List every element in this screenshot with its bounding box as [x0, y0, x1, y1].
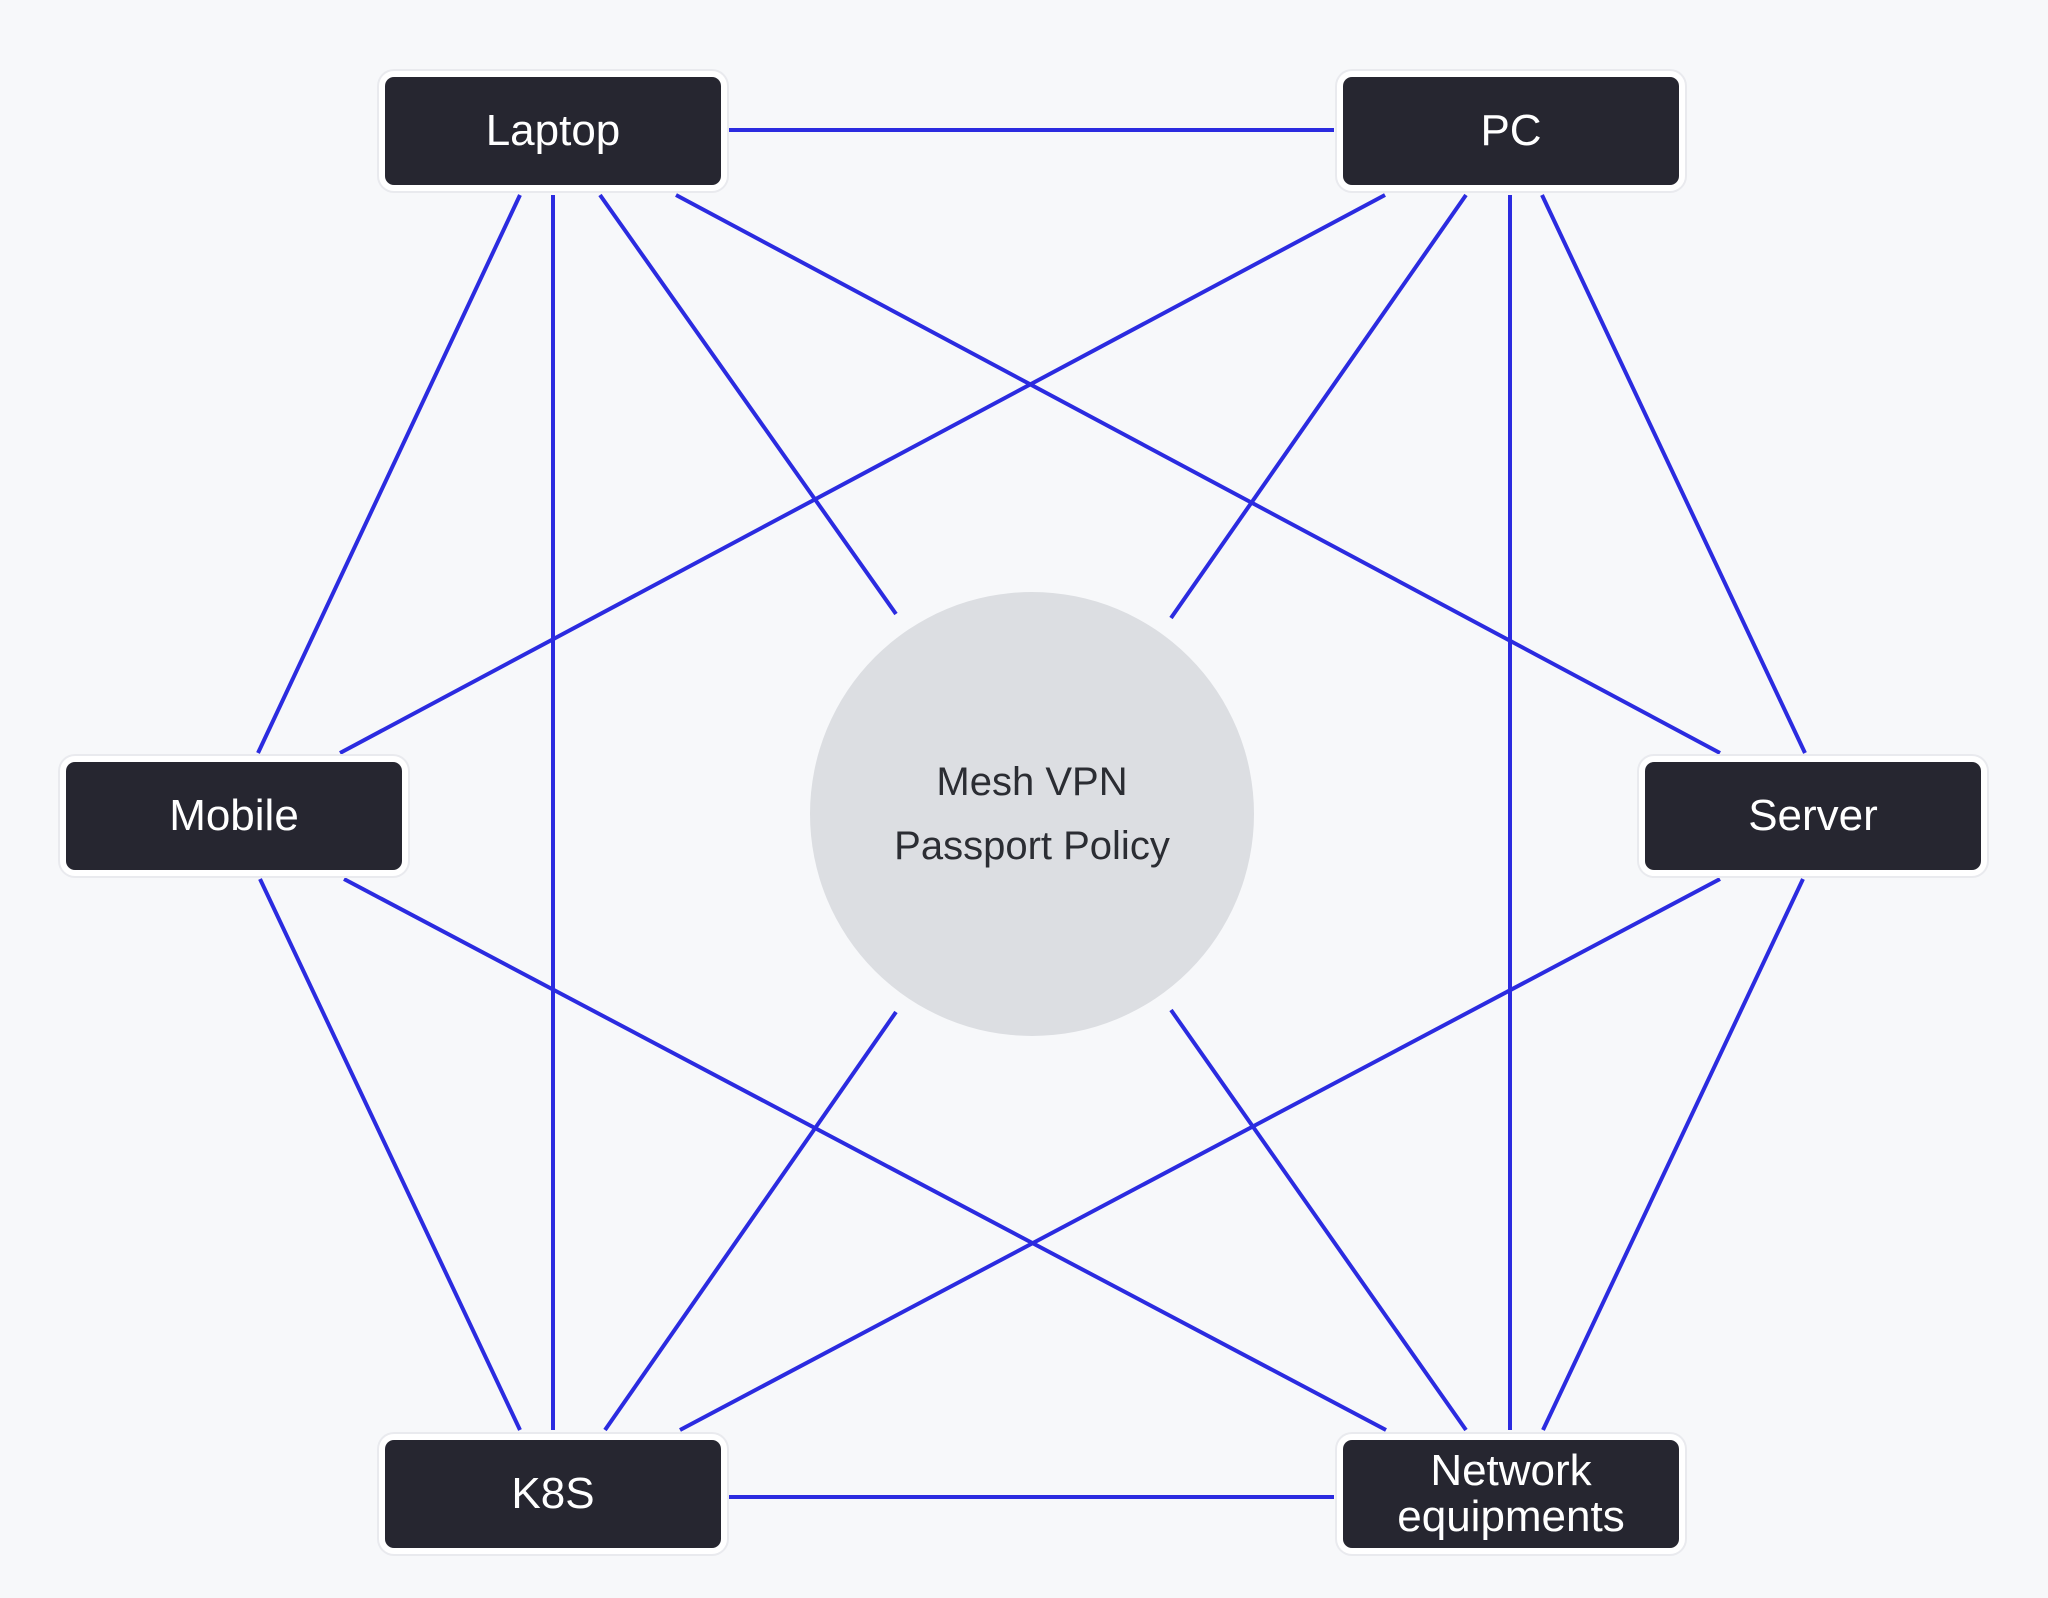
- node-laptop-label: Laptop: [485, 106, 621, 155]
- mesh-vpn-hub: Mesh VPN Passport Policy: [810, 592, 1254, 1036]
- node-pc: PC: [1343, 77, 1679, 185]
- edge-pc-hub: [1169, 193, 1468, 620]
- hub-title: Mesh VPN: [936, 760, 1128, 804]
- node-network-label-line1: Network: [1430, 1446, 1592, 1495]
- edge-laptop-hub: [598, 193, 898, 616]
- edge-pc-mobile: [339, 193, 1386, 755]
- edge-laptop-mobile: [256, 194, 522, 754]
- node-mobile-label: Mobile: [169, 791, 299, 840]
- edge-server-network: [1541, 878, 1805, 1431]
- node-network-label-line2: equipments: [1397, 1492, 1625, 1541]
- node-server: Server: [1645, 762, 1981, 870]
- edge-mobile-k8s: [258, 878, 522, 1431]
- edge-network-hub: [1169, 1008, 1468, 1432]
- node-mobile: Mobile: [66, 762, 402, 870]
- node-k8s: K8S: [385, 1440, 721, 1548]
- edge-mobile-network: [343, 877, 1387, 1432]
- node-laptop: Laptop: [385, 77, 721, 185]
- edge-server-k8s: [679, 877, 1721, 1432]
- node-k8s-label: K8S: [511, 1469, 595, 1518]
- hub-subtitle: Passport Policy: [894, 824, 1170, 868]
- edge-laptop-server: [675, 193, 1721, 755]
- edge-k8s-hub: [603, 1010, 898, 1432]
- node-network-equipments: Network equipments: [1343, 1440, 1679, 1548]
- node-server-label: Server: [1748, 791, 1878, 840]
- edge-pc-server: [1540, 194, 1807, 754]
- node-pc-label: PC: [1480, 106, 1542, 155]
